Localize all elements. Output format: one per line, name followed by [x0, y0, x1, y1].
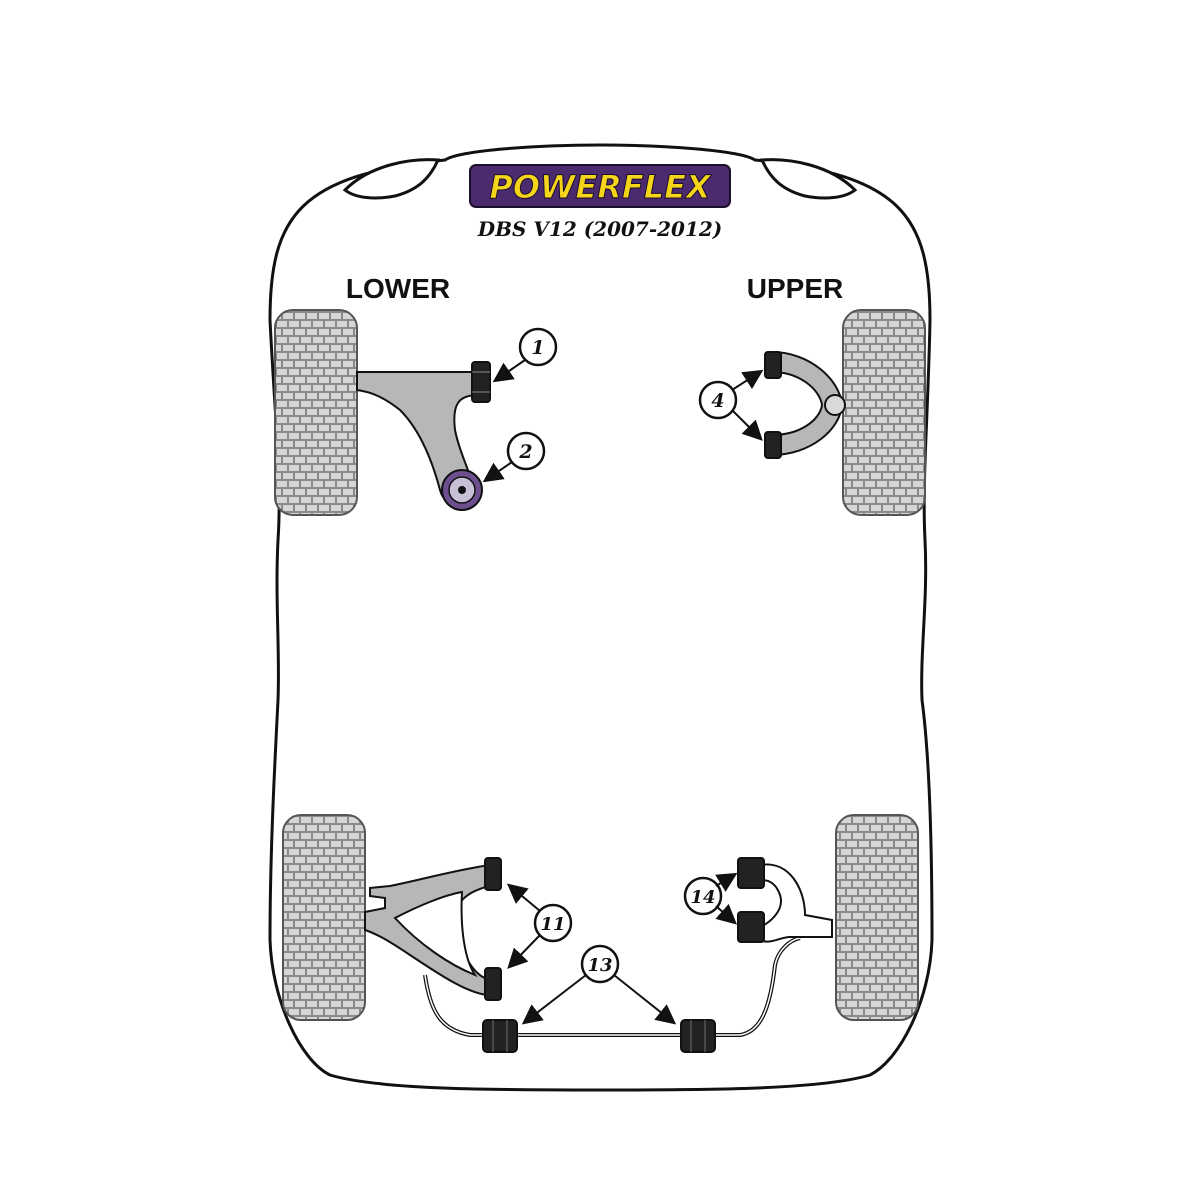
- callout-13: 13: [521, 944, 677, 1025]
- tyre-icon-front-left: [274, 309, 358, 516]
- rear-wishbone-inner: [393, 890, 478, 978]
- arrow-icon-14-bottom: [715, 903, 737, 925]
- arrow-icon-11-bottom: [507, 934, 541, 969]
- arrow-icon-1: [492, 359, 526, 383]
- tyre-icon-front-right: [842, 309, 926, 516]
- bush-icon-4-top: [764, 351, 782, 379]
- callout-1-number: 1: [531, 337, 544, 359]
- bush-icon-1: [471, 361, 491, 403]
- bush-icon-2: [441, 469, 483, 511]
- callout-11: 11: [506, 883, 573, 969]
- callout-11-number: 11: [540, 914, 565, 935]
- callout-1: 1: [492, 327, 558, 383]
- right-headlight-outline: [759, 158, 858, 200]
- tyre-icon-rear-left: [282, 814, 366, 1021]
- arrow-icon-2: [482, 461, 513, 483]
- logo-text: POWERFLEX: [489, 168, 712, 206]
- arrow-icon-4-bottom: [731, 409, 763, 441]
- bush-icon-11-bottom: [484, 967, 502, 1001]
- bush-icon-13-right: [680, 1019, 716, 1053]
- arrow-icon-13-left: [521, 974, 587, 1025]
- model-title: DBS V12 (2007-2012): [477, 217, 723, 241]
- left-headlight-outline: [342, 158, 441, 200]
- tyre-icon-rear-right: [835, 814, 919, 1021]
- upper-ball-joint: [824, 394, 846, 416]
- arrow-icon-14-top: [715, 872, 738, 892]
- arrow-icon-13-right: [613, 974, 677, 1025]
- callout-2: 2: [482, 431, 546, 483]
- bush-icon-13-left: [482, 1019, 518, 1053]
- lower-label: LOWER: [346, 273, 450, 304]
- powerflex-logo: POWERFLEX: [469, 164, 731, 208]
- arrow-icon-4-top: [731, 369, 764, 391]
- upper-label: UPPER: [747, 273, 843, 304]
- callout-4: 4: [698, 369, 764, 441]
- bush-icon-4-bottom: [764, 431, 782, 459]
- callout-2-number: 2: [518, 441, 532, 463]
- arrow-icon-11-top: [506, 883, 541, 912]
- callout-13-number: 13: [587, 955, 612, 976]
- bush-icon-14-bottom: [737, 911, 765, 943]
- bush-icon-11-top: [484, 857, 502, 891]
- callout-4-number: 4: [711, 390, 724, 412]
- callout-14: 14: [683, 872, 738, 925]
- bush-icon-14-top: [737, 857, 765, 889]
- callout-14-number: 14: [690, 887, 715, 908]
